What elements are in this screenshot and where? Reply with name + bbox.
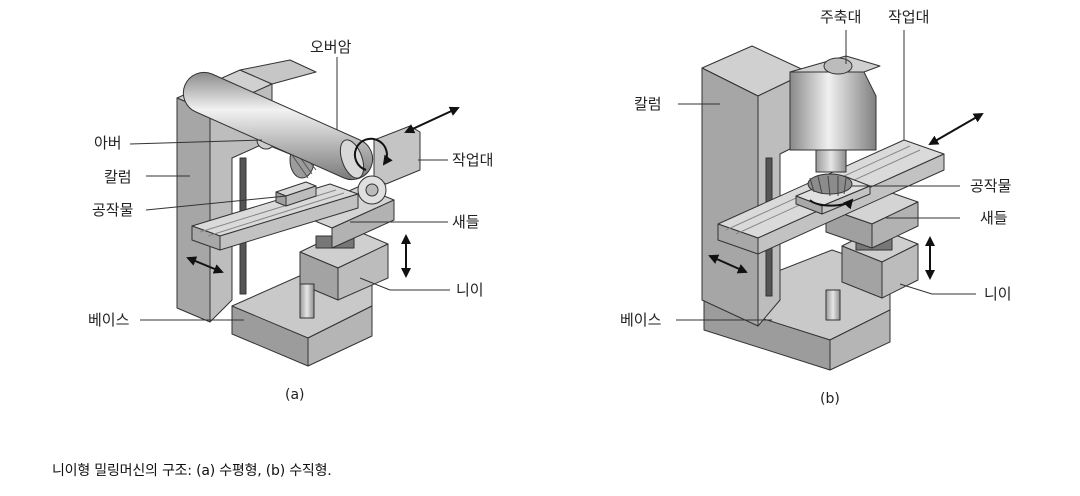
vertical-milling-machine xyxy=(676,30,984,371)
label-table-b: 작업대 xyxy=(888,8,930,26)
leader-lines-a xyxy=(129,57,450,321)
workpiece-a xyxy=(275,181,317,207)
label-arbor: 아버 xyxy=(94,134,122,152)
motion-arrows-a xyxy=(186,106,460,278)
label-base-b: 베이스 xyxy=(620,311,662,329)
label-workpiece-a: 공작물 xyxy=(92,201,134,219)
figure-caption: 니이형 밀링머신의 구조: (a) 수평형, (b) 수직형. xyxy=(52,463,332,479)
label-saddle-a: 새들 xyxy=(452,213,480,231)
label-column-b: 칼럼 xyxy=(634,95,662,113)
horizontal-milling-machine xyxy=(129,57,460,367)
arbor-support-a xyxy=(373,125,421,185)
label-knee-a: 니이 xyxy=(456,281,484,299)
leader-lines-b xyxy=(676,30,976,321)
elevating-screw-a xyxy=(299,283,315,319)
label-saddle-b: 새들 xyxy=(980,209,1008,227)
sublabel-b: (b) xyxy=(820,391,840,407)
label-knee-b: 니이 xyxy=(984,285,1012,303)
sublabel-a: (a) xyxy=(285,387,305,403)
motion-arrows-b xyxy=(708,113,984,280)
label-column-a: 칼럼 xyxy=(104,168,132,186)
label-overarm: 오버암 xyxy=(310,38,352,56)
elevating-screw-b xyxy=(825,289,841,321)
label-spindle-head: 주축대 xyxy=(820,8,862,26)
overarm-a xyxy=(182,71,387,205)
knee-a xyxy=(299,227,389,301)
label-base-a: 베이스 xyxy=(88,311,130,329)
label-workpiece-b: 공작물 xyxy=(970,177,1012,195)
table-a xyxy=(191,183,359,251)
spindle-head-b xyxy=(789,55,881,197)
label-table-a: 작업대 xyxy=(452,151,494,169)
